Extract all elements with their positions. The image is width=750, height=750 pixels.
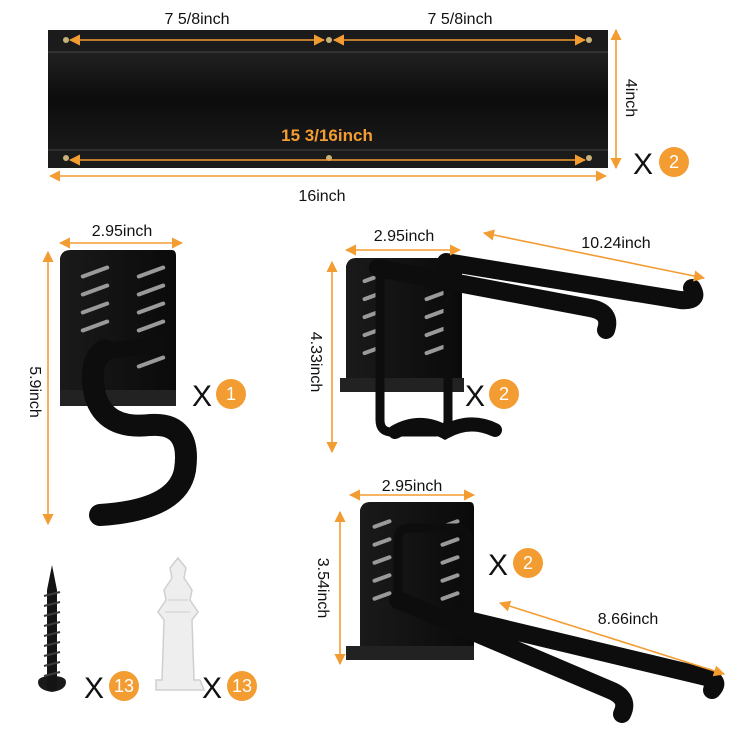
- rail-qty-badge: [659, 147, 689, 177]
- anchor-qty-badge: [227, 671, 257, 701]
- double-hook-small: [346, 502, 725, 723]
- rail-height-label: 4inch: [622, 79, 639, 117]
- rail-hole-span-label: 15 3/16inch: [281, 126, 373, 145]
- rail-hole: [63, 155, 69, 161]
- small-hook-length-label: 8.66inch: [598, 611, 659, 628]
- s-hook: [60, 250, 197, 526]
- small-hook-qty-count: 2: [523, 553, 533, 573]
- double-hook-large: [340, 253, 704, 441]
- rail-qty-x: X: [633, 148, 653, 181]
- screw: [38, 565, 66, 692]
- screw-qty-x: X: [84, 672, 104, 705]
- wall-anchor: [155, 556, 206, 691]
- small-hook-qty-x: X: [488, 549, 508, 582]
- large-hook-qty-count: 2: [499, 384, 509, 404]
- large-hook-qty-badge: [489, 379, 519, 409]
- s-hook-width-label: 2.95inch: [92, 223, 153, 240]
- rail-total-width-label: 16inch: [298, 188, 345, 205]
- rail-hole: [63, 37, 69, 43]
- rail-hole: [326, 37, 332, 43]
- s-hook-height-label: 5.9inch: [26, 366, 43, 418]
- s-hook-qty-x: X: [192, 380, 212, 413]
- rail: [48, 30, 608, 168]
- large-hook-length-label: 10.24inch: [581, 235, 650, 252]
- large-hook-height-label: 4.33inch: [307, 332, 324, 393]
- rail-half-right-label: 7 5/8inch: [428, 11, 493, 28]
- screw-qty-count: 13: [114, 676, 134, 696]
- rail-hole: [586, 155, 592, 161]
- rail-half-left-label: 7 5/8inch: [165, 11, 230, 28]
- screw-qty-badge: [109, 671, 139, 701]
- large-hook-length-arrow: [482, 229, 706, 282]
- anchor-qty-x: X: [202, 672, 222, 705]
- small-hook-qty-badge: [513, 548, 543, 578]
- rail-qty-count: 2: [669, 152, 679, 172]
- s-hook-qty-count: 1: [226, 384, 236, 404]
- small-hook-width-label: 2.95inch: [382, 478, 443, 495]
- large-hook-qty-x: X: [465, 380, 485, 413]
- s-hook-qty-badge: [216, 379, 246, 409]
- small-hook-length-arrow: [498, 600, 726, 677]
- large-hook-width-label: 2.95inch: [374, 228, 435, 245]
- rail-hole: [586, 37, 592, 43]
- anchor-qty-count: 13: [232, 676, 252, 696]
- small-hook-height-label: 3.54inch: [314, 558, 331, 619]
